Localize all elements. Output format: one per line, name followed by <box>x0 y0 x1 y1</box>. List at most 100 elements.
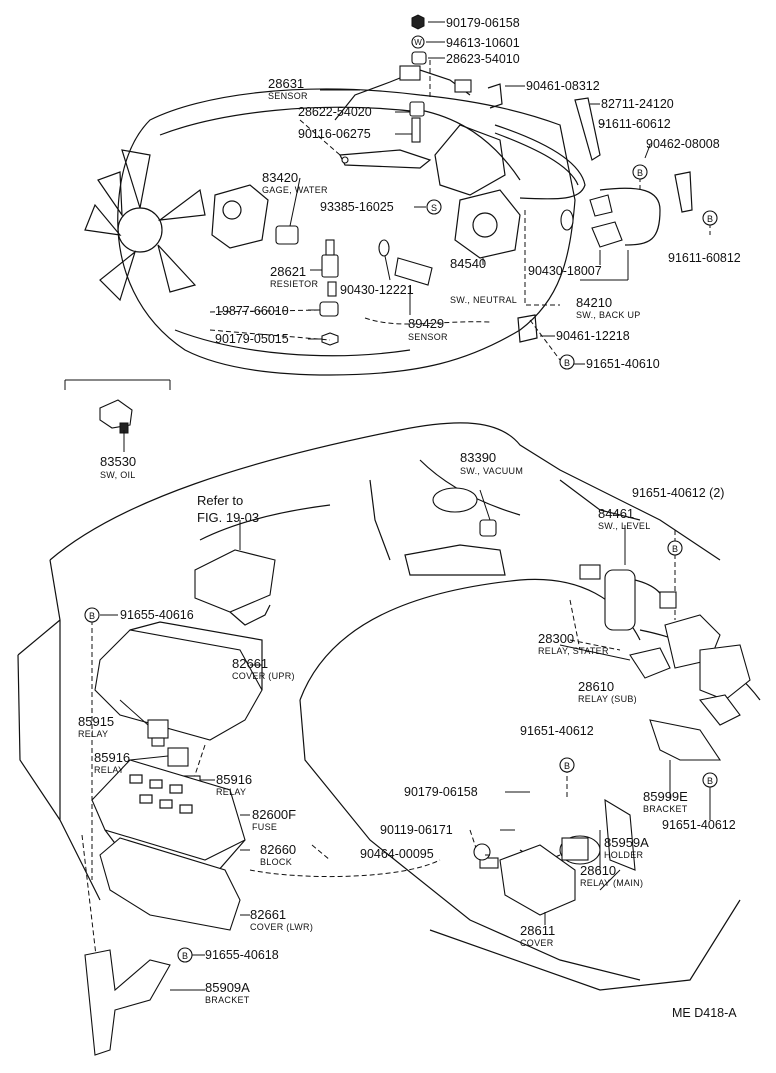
label-90464-00095: 90464-00095 <box>360 847 434 861</box>
label-85959a-holder: HOLDER <box>604 850 644 860</box>
label-28622-54020: 28622-54020 <box>298 105 372 119</box>
clamp-90461-08312-shape <box>487 83 503 109</box>
label-82660-block: BLOCK <box>260 857 292 867</box>
label-28610-sub-relay: RELAY (SUB) <box>578 694 637 704</box>
oil-switch-83530-shape <box>99 399 133 434</box>
marker-bolt-91651-40612-a: B <box>559 757 575 773</box>
label-28621: 28621 <box>270 264 306 279</box>
label-85915: 85915 <box>78 714 114 729</box>
label-91651-40610: 91651-40610 <box>586 357 660 371</box>
sensor-89429-shape <box>394 257 433 286</box>
marker-bolt-91651-40610: B <box>559 354 575 370</box>
nut-90179-06158-top <box>411 14 425 30</box>
svg-text:B: B <box>89 611 95 621</box>
relay-sub-28610-shape <box>629 647 741 726</box>
marker-screw-93385: S <box>426 199 442 215</box>
label-82600f: 82600F <box>252 807 296 822</box>
label-28621-resistor: RESIETOR <box>270 279 318 289</box>
label-82661-upr-cover: COVER (UPR) <box>232 671 295 681</box>
marker-bolt-91655-40618: B <box>177 947 193 963</box>
clamp-90462-08008-shape <box>674 171 693 213</box>
label-85916-a: 85916 <box>94 750 130 765</box>
label-90179-06158-top: 90179-06158 <box>446 16 520 30</box>
label-84540: 84540 <box>450 256 486 271</box>
part-28622-54020-shape <box>409 101 425 117</box>
transmission-neutral-switch-housing <box>434 124 521 259</box>
label-28611: 28611 <box>520 923 555 938</box>
label-82660: 82660 <box>260 842 296 857</box>
label-89429-sensor: SENSOR <box>408 332 448 342</box>
label-leaders <box>100 21 711 991</box>
bottom-labels: 83390 SW., VACUUM Refer to FIG. 19-03 91… <box>78 450 737 1020</box>
bolt-90116-06275-shape <box>411 117 421 143</box>
label-85999e: 85999E <box>643 789 688 804</box>
label-28611-cover: COVER <box>520 938 554 948</box>
label-28610-main-relay: RELAY (MAIN) <box>580 878 643 888</box>
marker-bolt-91651-40612-2: B <box>667 540 683 556</box>
part-82711-24120-shape <box>574 97 601 161</box>
svg-text:B: B <box>182 951 188 961</box>
part-19877-66010-shape <box>319 301 339 317</box>
car-body-drawing <box>17 422 761 991</box>
figure-id: ME D418-A <box>672 1006 737 1020</box>
svg-text:B: B <box>564 761 570 771</box>
label-90430-12221: 90430-12221 <box>340 283 414 297</box>
label-85916-b: 85916 <box>216 772 252 787</box>
clamp-90464-00095-shape <box>473 843 491 861</box>
label-91611-60812: 91611-60812 <box>668 251 741 265</box>
level-switch-84461-shape <box>579 564 677 631</box>
bracket-85999e-shape <box>649 719 722 761</box>
svg-text:B: B <box>637 168 643 178</box>
marker-bolt-91611-60612: B <box>632 164 648 180</box>
cover-lwr-82661-shape <box>99 837 241 931</box>
part-28623-54010-shape <box>411 51 427 65</box>
label-90462-08008: 90462-08008 <box>646 137 720 151</box>
backup-switch-pipe <box>494 124 661 246</box>
label-82661-lwr-cover: COVER (LWR) <box>250 922 313 932</box>
bracket-85909a-shape <box>84 949 171 1056</box>
label-90119-06171: 90119-06171 <box>380 823 453 837</box>
screw-marker: S <box>431 203 437 213</box>
label-90461-12218: 90461-12218 <box>556 329 630 343</box>
label-fig-19-03: FIG. 19-03 <box>197 510 259 525</box>
label-82711-24120: 82711-24120 <box>601 97 674 111</box>
marker-bolt-91655-40616: B <box>84 607 100 623</box>
label-85909a: 85909A <box>205 980 250 995</box>
engine-drawing <box>117 88 576 376</box>
label-83530-oil: SW, OIL <box>100 470 136 480</box>
sensor-bracket-shape <box>339 149 432 169</box>
label-94613-10601: 94613-10601 <box>446 36 520 50</box>
relay-85915-shape <box>147 719 169 747</box>
nut-90179-05015-shape <box>321 332 339 346</box>
sensor-28631-shape <box>334 65 472 121</box>
label-refer-to: Refer to <box>197 493 243 508</box>
label-91655-40618: 91655-40618 <box>205 948 279 962</box>
relay-85916-a-shape <box>167 747 189 767</box>
label-83390: 83390 <box>460 450 496 465</box>
label-28610-sub: 28610 <box>578 679 614 694</box>
label-90179-06158-bot: 90179-06158 <box>404 785 478 799</box>
cover-28611-shape <box>499 844 576 916</box>
label-82661-upr: 82661 <box>232 656 268 671</box>
resistor-28621-shape <box>321 239 339 297</box>
svg-text:B: B <box>707 776 713 786</box>
label-84461: 84461 <box>598 506 634 521</box>
label-85915-relay: RELAY <box>78 729 108 739</box>
label-91651-40612-a: 91651-40612 <box>520 724 594 738</box>
washer-marker: W <box>414 38 422 47</box>
label-82661-lwr: 82661 <box>250 907 286 922</box>
svg-text:B: B <box>707 214 713 224</box>
label-84540-neutral: SW., NEUTRAL <box>450 295 517 305</box>
label-28631: 28631 <box>268 76 304 91</box>
label-90116-06275: 90116-06275 <box>298 127 371 141</box>
label-85999e-bracket: BRACKET <box>643 804 688 814</box>
relay-stater-28300-shape <box>664 614 751 701</box>
svg-text:B: B <box>564 358 570 368</box>
label-91651-40612-b: 91651-40612 <box>662 818 736 832</box>
label-83420: 83420 <box>262 170 298 185</box>
clamp-90461-12218-shape <box>517 314 538 343</box>
label-28631-sensor: SENSOR <box>268 91 308 101</box>
label-85916-a-relay: RELAY <box>94 765 124 775</box>
